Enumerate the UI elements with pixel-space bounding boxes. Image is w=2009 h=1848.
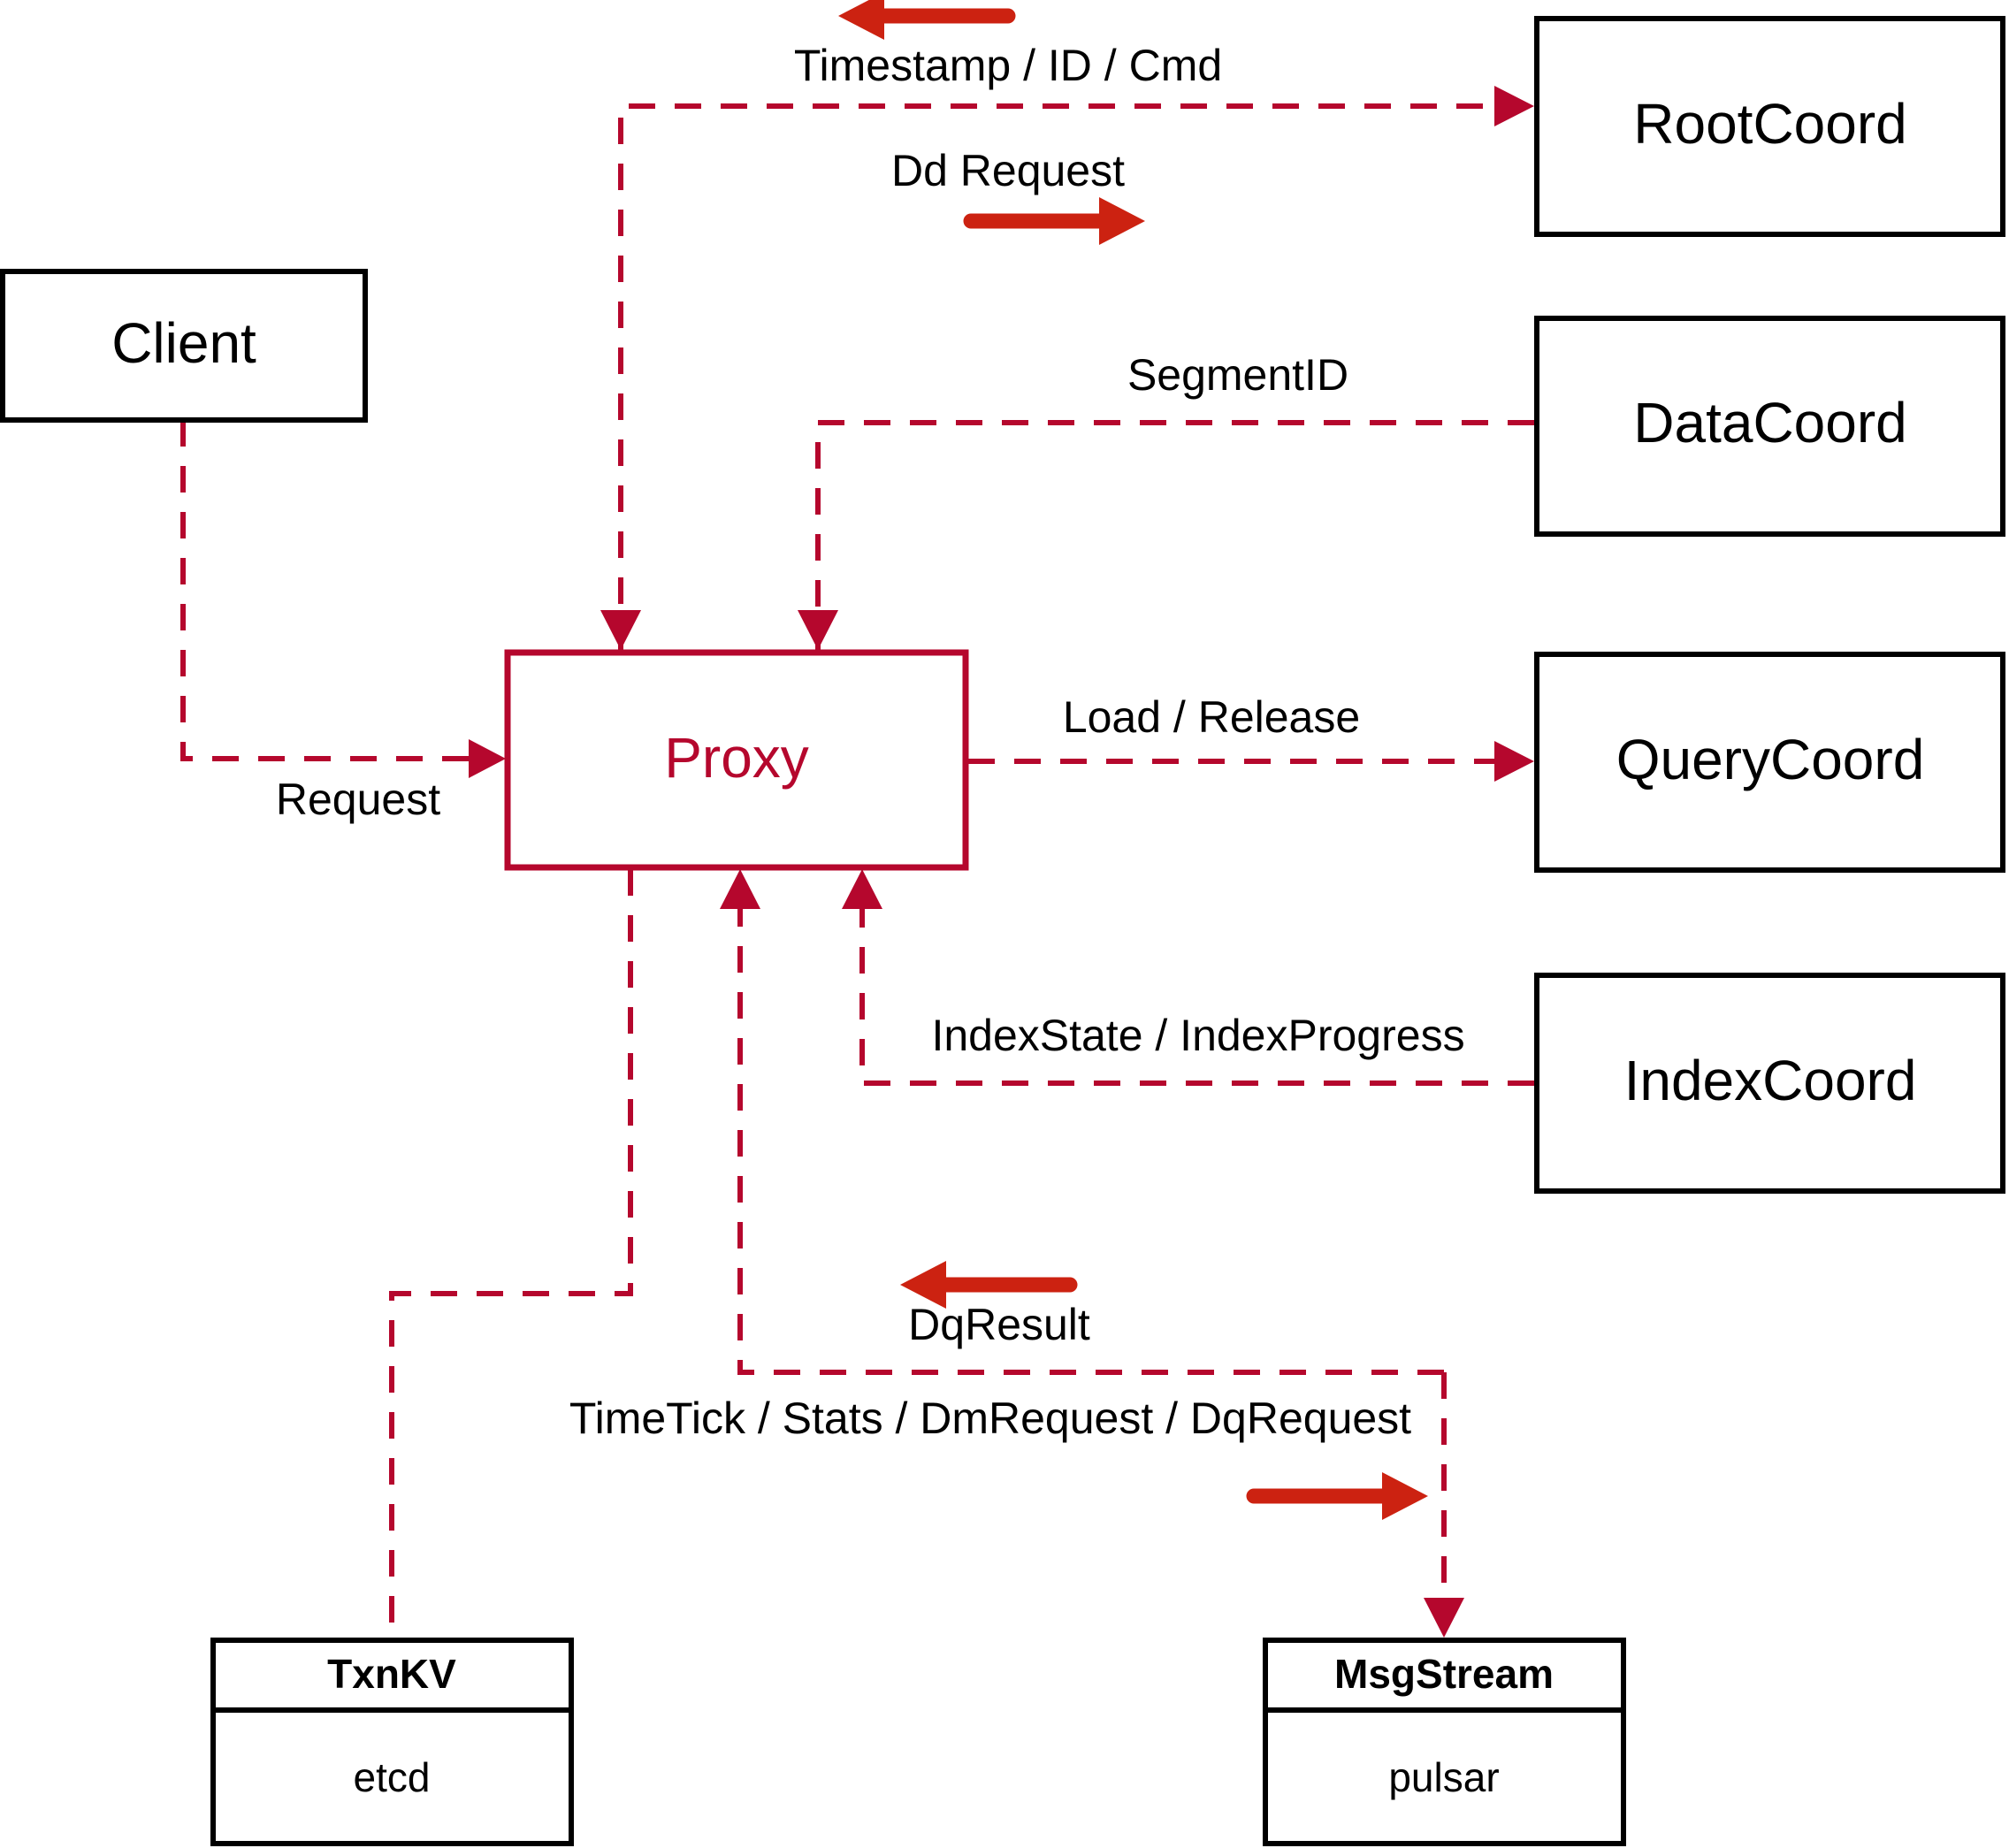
annotation-arrow-dqresult-left [900, 1261, 1078, 1309]
edge-path-request [180, 420, 482, 761]
edge-proxy-to-rootcoord [600, 86, 1534, 650]
annotation-arrow-timetick-right [1246, 1472, 1428, 1520]
node-msgstream-header: MsgStream [1334, 1651, 1554, 1697]
edge-proxy-to-querycoord [968, 741, 1534, 782]
edge-client-to-proxy [180, 420, 506, 778]
node-msgstream-body: pulsar [1388, 1754, 1499, 1800]
edge-label-dq-result: DqResult [908, 1300, 1090, 1349]
node-datacoord-label: DataCoord [1633, 391, 1907, 454]
node-querycoord-box[interactable] [1534, 652, 2005, 873]
edge-label-timestamp-id-cmd: Timestamp / ID / Cmd [794, 41, 1222, 90]
node-client[interactable]: Client [0, 269, 368, 423]
edge-indexcoord-to-proxy [842, 869, 1534, 1086]
node-querycoord[interactable]: QueryCoord [1534, 652, 2005, 873]
arrowhead-proxy-bottom-middle [720, 869, 760, 909]
edge-path-indexstate [859, 909, 1534, 1086]
node-client-box[interactable] [0, 269, 368, 423]
edge-label-segment-id: SegmentID [1127, 350, 1348, 400]
edge-proxy-to-msgstream [1424, 1372, 1464, 1638]
edge-msgstream-to-proxy [720, 869, 1444, 1375]
node-datacoord-box[interactable] [1534, 316, 2005, 537]
annotation-arrow-timestamp-left [838, 0, 1016, 40]
edge-label-timetick-stats: TimeTick / Stats / DmRequest / DqRequest [569, 1394, 1411, 1443]
node-indexcoord-label: IndexCoord [1624, 1049, 1917, 1112]
arrowhead-querycoord [1494, 741, 1534, 782]
node-txnkv[interactable]: TxnKV etcd [210, 1638, 574, 1846]
node-querycoord-label: QueryCoord [1616, 728, 1925, 791]
arrowhead-proxy-top-right [798, 610, 838, 650]
node-proxy-box[interactable] [504, 649, 969, 871]
node-msgstream-box[interactable] [1263, 1638, 1626, 1846]
node-txnkv-box[interactable] [210, 1638, 574, 1846]
edge-label-request: Request [276, 775, 440, 824]
node-txnkv-body: etcd [354, 1754, 431, 1800]
edge-path-segmentid [815, 420, 1534, 650]
edge-path-dqresult [737, 909, 1444, 1375]
arrowhead-msgstream [1424, 1598, 1464, 1638]
node-indexcoord-box[interactable] [1534, 973, 2005, 1194]
arrowhead-proxy-bottom-right [842, 869, 882, 909]
node-rootcoord[interactable]: RootCoord [1534, 16, 2005, 237]
node-rootcoord-label: RootCoord [1633, 92, 1907, 156]
node-indexcoord[interactable]: IndexCoord [1534, 973, 2005, 1194]
arrowhead-proxy-top-left [600, 610, 641, 650]
edge-proxy-to-txnkv [389, 869, 633, 1638]
arrowhead-request [469, 739, 506, 778]
annotation-arrow-dd-request-right [963, 197, 1145, 245]
edge-label-load-release: Load / Release [1063, 692, 1360, 742]
node-proxy[interactable]: Proxy [504, 649, 969, 871]
edge-path-rootcoord [618, 103, 1494, 650]
edge-path-txnkv [389, 869, 633, 1638]
node-proxy-label: Proxy [664, 726, 809, 790]
node-rootcoord-box[interactable] [1534, 16, 2005, 237]
edge-label-dd-request: Dd Request [891, 146, 1125, 195]
node-msgstream[interactable]: MsgStream pulsar [1263, 1638, 1626, 1846]
node-client-label: Client [111, 311, 256, 375]
edge-datacoord-to-proxy [798, 420, 1534, 650]
node-datacoord[interactable]: DataCoord [1534, 316, 2005, 537]
node-txnkv-header: TxnKV [327, 1651, 456, 1697]
arrowhead-rootcoord [1494, 86, 1534, 126]
edge-label-index-state-progress: IndexState / IndexProgress [931, 1011, 1464, 1060]
